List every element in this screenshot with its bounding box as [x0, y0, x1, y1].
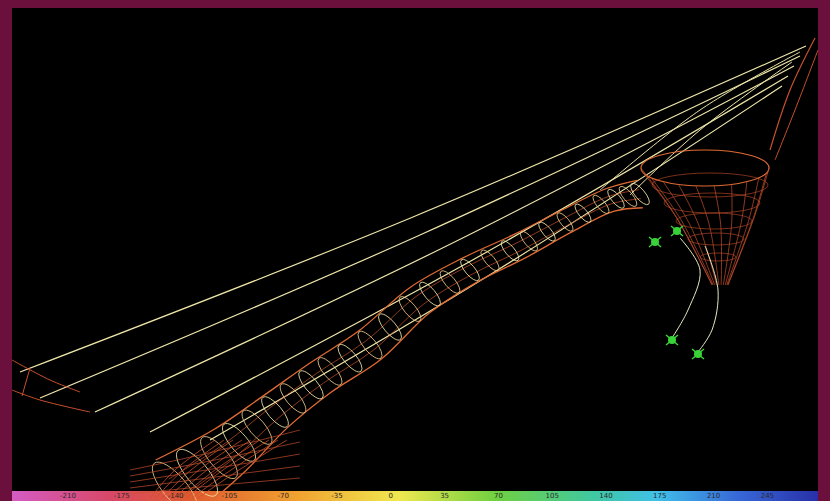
tube-ring: [554, 211, 575, 234]
colorbar-tick: -35: [331, 492, 342, 500]
colorbar-tick: 0: [389, 492, 393, 500]
base-mesh: [130, 478, 300, 494]
tube-ring: [354, 328, 386, 362]
tower-mast: [770, 38, 815, 150]
colorbar-tick: -70: [277, 492, 288, 500]
colorbar-tick: 140: [599, 492, 612, 500]
tube-ring: [314, 354, 346, 388]
tube-ring: [416, 279, 443, 309]
tube-outline: [194, 208, 642, 501]
stay-cable: [150, 76, 788, 432]
bowl-mesh: [676, 213, 752, 229]
tube-ring: [590, 193, 611, 216]
bowl-mesh: [714, 186, 721, 285]
marker-symbol: [671, 226, 683, 236]
bowl-mesh: [688, 233, 744, 245]
bowl-mesh: [723, 184, 732, 285]
stay-cable: [20, 46, 806, 372]
marker-symbol: [649, 237, 661, 247]
tube-ring: [437, 268, 463, 296]
colorbar-tick: 70: [494, 492, 503, 500]
tube-ring: [458, 257, 483, 284]
base-mesh: [130, 466, 300, 488]
tube-mesh: [169, 190, 639, 479]
deck-edge: [22, 368, 30, 396]
colorbar-tick: 105: [546, 492, 559, 500]
bowl-mesh: [696, 186, 719, 285]
stay-cable: [40, 56, 800, 398]
stay-cable: [210, 86, 782, 440]
tube-ring: [478, 247, 502, 273]
base-mesh: [150, 440, 215, 498]
base-mesh: [130, 430, 300, 470]
tube-ring: [195, 431, 244, 484]
bowl-mesh: [641, 168, 712, 285]
color-bar: [12, 491, 818, 501]
colorbar-tick: -105: [221, 492, 237, 500]
colorbar-tick: -140: [168, 492, 184, 500]
bowl-mesh: [664, 193, 760, 213]
colorbar-tick: 210: [707, 492, 720, 500]
colorbar-tick: 35: [440, 492, 449, 500]
bowl-mesh: [644, 173, 713, 285]
bowl-mesh: [652, 173, 768, 197]
colorbar-tick: -210: [60, 492, 76, 500]
bowl-mesh: [728, 168, 769, 285]
bowl-rim: [641, 150, 769, 186]
tube-ring: [396, 293, 425, 324]
colorbar-tick: 175: [653, 492, 666, 500]
colorbar-tick: 245: [761, 492, 774, 500]
base-mesh: [130, 442, 300, 476]
viewport: [12, 8, 818, 491]
tube-ring: [628, 181, 653, 208]
stay-cable: [600, 52, 800, 190]
tube-ring: [536, 220, 558, 244]
base-mesh: [192, 440, 278, 498]
base-mesh: [130, 454, 300, 482]
tube-ring: [295, 367, 327, 402]
base-mesh: [180, 440, 260, 498]
tube-ring: [498, 238, 521, 263]
colorbar-tick: -175: [114, 492, 130, 500]
bowl-mesh: [728, 173, 767, 285]
stay-cable: [630, 62, 792, 195]
marker-symbol: [666, 335, 678, 345]
tube-ring: [276, 380, 310, 417]
tower-mast: [775, 50, 818, 160]
bowl-mesh: [651, 178, 713, 285]
marker-symbol: [692, 349, 704, 359]
hanger-line: [698, 246, 718, 352]
tube-ring: [334, 341, 366, 375]
hanger-line: [672, 238, 700, 338]
bowl-mesh: [700, 253, 736, 261]
tube-outline: [156, 180, 638, 460]
tube-ring: [572, 202, 593, 225]
tube-ring: [257, 393, 292, 431]
deck-edge: [12, 360, 80, 392]
deck-edge: [12, 390, 90, 412]
bowl-mesh: [725, 182, 747, 285]
tube-ring: [518, 229, 540, 253]
tube-ring: [375, 311, 405, 344]
